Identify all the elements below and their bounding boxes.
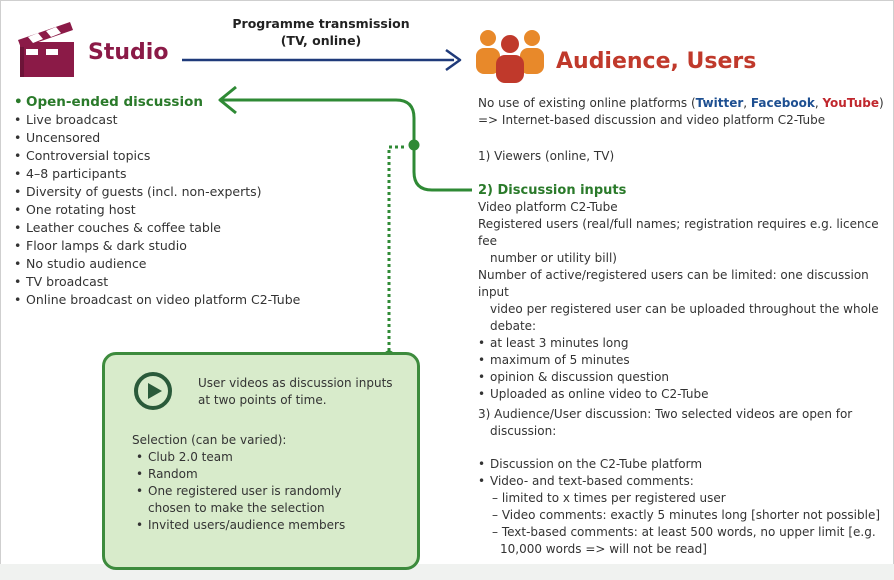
selection-item: Invited users/audience members [136,517,412,534]
discussion-line2: discussion: [490,424,557,438]
inputs-bullet: maximum of 5 minutes [478,352,888,369]
audience-intro-line1: No use of existing online platforms (Twi… [478,95,888,112]
selection-item: Random [136,466,412,483]
studio-item: Diversity of guests (incl. non-experts) [14,183,300,201]
connector-dot-top [408,139,420,151]
transmission-label-line1: Programme transmission [232,16,410,31]
inputs-line: number or utility bill) [490,251,617,265]
inputs-line: Registered users (real/full names; regis… [478,217,879,248]
selection-section: Selection (can be varied): Club 2.0 team… [132,432,412,534]
studio-item: Live broadcast [14,111,300,129]
inputs-line: debate: [490,319,537,333]
twitter-label: Twitter [695,96,744,110]
comment-subitem: – Text-based comments: at least 500 word… [492,525,876,539]
studio-item: TV broadcast [14,273,300,291]
studio-item: No studio audience [14,255,300,273]
studio-item: Leather couches & coffee table [14,219,300,237]
discussion-bullet: Video- and text-based comments: [478,473,888,490]
people-group-icon [476,30,544,83]
selection-list: Club 2.0 team Random One registered user… [132,449,412,534]
audience-intro-line2: => Internet-based discussion and video p… [478,113,826,127]
separator: , [743,96,751,110]
studio-item-open-discussion: Open-ended discussion [14,93,300,111]
audience-intro: No use of existing online platforms (Twi… [478,95,888,129]
discussion-bullet-list: Discussion on the C2-Tube platform Video… [478,456,888,490]
youtube-label: YouTube [822,96,879,110]
clapperboard-icon [18,22,74,77]
inputs-bullet: opinion & discussion question [478,369,888,386]
comment-subitem: 10,000 words => will not be read] [500,542,707,556]
transmission-arrowhead [445,48,462,72]
studio-item: Floor lamps & dark studio [14,237,300,255]
intro-suffix: ) [878,96,884,110]
selection-item: One registered user is randomly chosen t… [136,483,388,517]
inputs-line: Video platform C2-Tube [478,200,618,214]
studio-item: One rotating host [14,201,300,219]
audience-discussion-section: 3) Audience/User discussion: Two selecte… [478,406,888,440]
discussion-line1: 3) Audience/User discussion: Two selecte… [478,407,853,421]
audience-title: Audience, Users [556,49,757,74]
studio-item: Online broadcast on video platform C2-Tu… [14,291,300,309]
studio-item: Uncensored [14,129,300,147]
transmission-label: Programme transmission (TV, online) [212,15,430,49]
user-videos-headline: User videos as discussion inputs at two … [198,375,418,409]
inputs-line: Number of active/registered users can be… [478,268,869,299]
discussion-inputs-heading: 2) Discussion inputs [478,183,627,198]
studio-item: Controversial topics [14,147,300,165]
transmission-label-line2: (TV, online) [280,33,362,48]
headline-line: User videos as discussion inputs [198,376,393,390]
headline-line: at two points of time. [198,393,327,407]
discussion-bullet: Discussion on the C2-Tube platform [478,456,888,473]
studio-item: 4–8 participants [14,165,300,183]
inputs-bullet: at least 3 minutes long [478,335,888,352]
comment-subitem: – Video comments: exactly 5 minutes long… [492,508,881,522]
separator: , [814,96,823,110]
dotted-connector [387,145,404,356]
viewers-item: 1) Viewers (online, TV) [478,149,615,163]
play-circle-icon [134,372,172,410]
inputs-bullet: Uploaded as online video to C2-Tube [478,386,888,403]
intro-prefix: No use of existing online platforms ( [478,96,696,110]
comments-section: Discussion on the C2-Tube platform Video… [478,456,888,558]
facebook-label: Facebook [750,96,815,110]
selection-item: Club 2.0 team [136,449,412,466]
inputs-line: video per registered user can be uploade… [490,302,879,316]
studio-title: Studio [88,40,169,65]
inputs-bullet-list: at least 3 minutes long maximum of 5 min… [478,335,888,403]
discussion-inputs-section: 2) Discussion inputs Video platform C2-T… [478,182,888,403]
user-videos-box: User videos as discussion inputs at two … [102,352,420,570]
comment-subitem: – limited to x times per registered user [492,491,726,505]
selection-label: Selection (can be varied): [132,433,287,447]
studio-feature-list: Open-ended discussion Live broadcast Unc… [14,93,300,309]
